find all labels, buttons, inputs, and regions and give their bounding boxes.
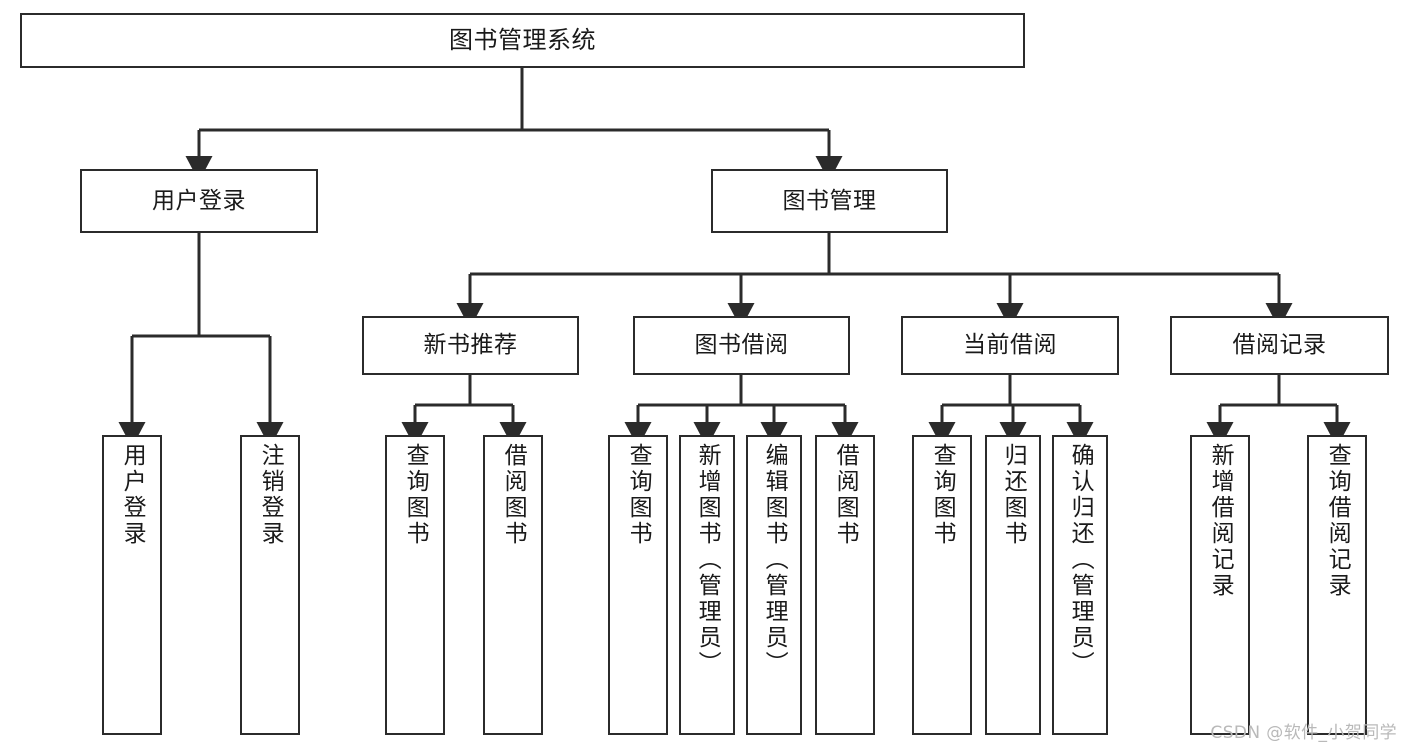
node-label-new-book-recommend: 新书推荐: [423, 332, 518, 359]
node-new-book-recommend[interactable]: 新书推荐: [362, 316, 579, 375]
node-leaf-query-borrow-record[interactable]: 查询借阅记录: [1307, 435, 1367, 735]
node-leaf-add-borrow-record[interactable]: 新增借阅记录: [1190, 435, 1250, 735]
node-current-borrow[interactable]: 当前借阅: [901, 316, 1119, 375]
node-leaf-confirm-return-admin[interactable]: 确认归还（管理员）: [1052, 435, 1108, 735]
node-leaf-logout-login[interactable]: 注销登录: [240, 435, 300, 735]
node-label-book-borrow: 图书借阅: [694, 332, 789, 359]
node-label-book-manage: 图书管理: [782, 187, 877, 214]
node-label-current-borrow: 当前借阅: [963, 332, 1057, 359]
node-label-leaf-borrow-book-nbr: 借阅图书: [500, 443, 527, 547]
node-label-root: 图书管理系统: [449, 25, 596, 54]
node-label-leaf-return-book: 归还图书: [1000, 443, 1027, 547]
node-label-leaf-query-borrow-record: 查询借阅记录: [1324, 443, 1351, 599]
node-label-leaf-confirm-return-admin: 确认归还（管理员）: [1067, 443, 1094, 677]
node-label-leaf-query-book-nbr: 查询图书: [402, 443, 429, 547]
node-leaf-add-book-admin[interactable]: 新增图书（管理员）: [679, 435, 735, 735]
node-label-leaf-query-book-bb: 查询图书: [625, 443, 652, 547]
node-leaf-query-book-cb[interactable]: 查询图书: [912, 435, 972, 735]
node-leaf-return-book[interactable]: 归还图书: [985, 435, 1041, 735]
node-book-borrow[interactable]: 图书借阅: [633, 316, 850, 375]
node-leaf-user-login[interactable]: 用户登录: [102, 435, 162, 735]
node-label-leaf-add-book-admin: 新增图书（管理员）: [694, 443, 721, 677]
node-leaf-borrow-book-nbr[interactable]: 借阅图书: [483, 435, 543, 735]
node-leaf-query-book-nbr[interactable]: 查询图书: [385, 435, 445, 735]
node-label-user-login: 用户登录: [152, 187, 246, 214]
node-label-leaf-borrow-book-bb: 借阅图书: [832, 443, 859, 547]
node-leaf-edit-book-admin[interactable]: 编辑图书（管理员）: [746, 435, 802, 735]
node-book-manage[interactable]: 图书管理: [711, 169, 948, 233]
node-user-login[interactable]: 用户登录: [80, 169, 318, 233]
node-label-leaf-query-book-cb: 查询图书: [929, 443, 956, 547]
node-label-leaf-add-borrow-record: 新增借阅记录: [1207, 443, 1234, 599]
node-label-leaf-logout-login: 注销登录: [257, 443, 284, 547]
node-label-borrow-record: 借阅记录: [1232, 332, 1327, 359]
node-label-leaf-edit-book-admin: 编辑图书（管理员）: [761, 443, 788, 677]
node-borrow-record[interactable]: 借阅记录: [1170, 316, 1389, 375]
node-root[interactable]: 图书管理系统: [20, 13, 1025, 68]
node-leaf-query-book-bb[interactable]: 查询图书: [608, 435, 668, 735]
csdn-watermark: CSDN @软件_小贺同学: [1210, 723, 1397, 743]
node-label-leaf-user-login: 用户登录: [119, 443, 146, 547]
node-leaf-borrow-book-bb[interactable]: 借阅图书: [815, 435, 875, 735]
